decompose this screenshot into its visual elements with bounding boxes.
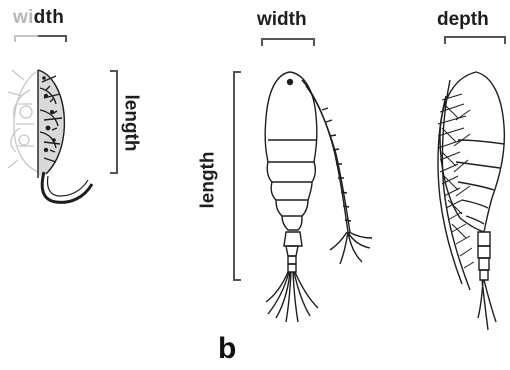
small-copepod-drawing <box>8 70 92 202</box>
length-bracket-middle <box>234 72 241 280</box>
right-copepod-drawing <box>438 72 504 330</box>
copepod-eye <box>287 79 293 85</box>
middle-copepod-drawing <box>265 72 372 322</box>
length-bracket-left <box>110 71 117 173</box>
depth-bracket-right <box>445 37 505 44</box>
width-bracket-left <box>15 36 66 42</box>
width-bracket-middle <box>262 39 314 46</box>
